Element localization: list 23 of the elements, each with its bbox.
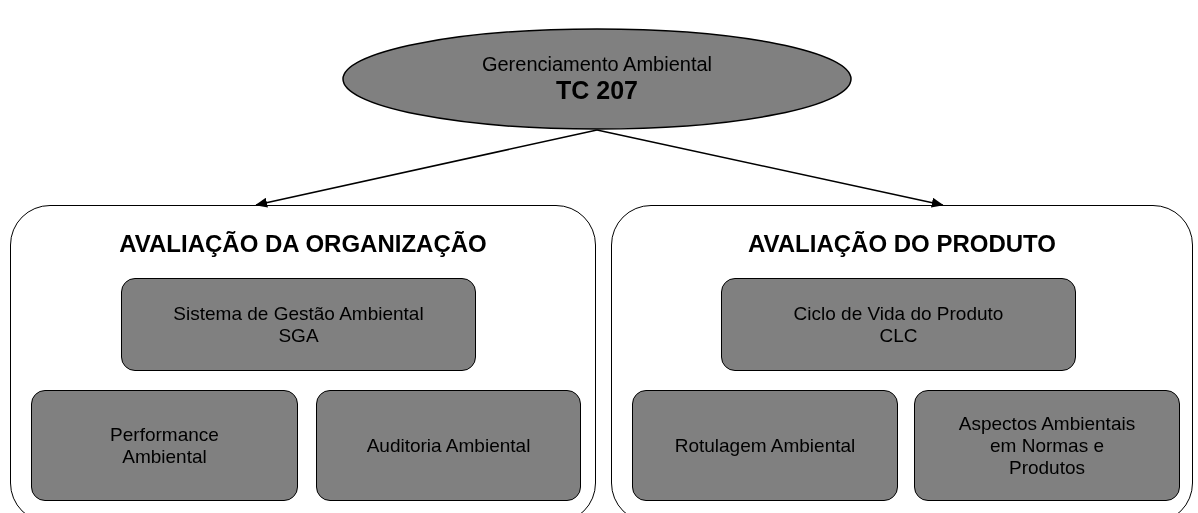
topic-box: [721, 278, 1076, 371]
panel-heading: AVALIAÇÃO DA ORGANIZAÇÃO: [118, 230, 488, 258]
code-label: TC 207: [556, 76, 638, 105]
topic-label: Rotulagem Ambiental: [674, 434, 856, 457]
topic-box: [121, 278, 476, 371]
topic-label: Performance Ambiental: [109, 423, 220, 468]
arrow: [255, 129, 598, 208]
topic-label: Sistema de Gestão Ambiental: [173, 302, 424, 325]
topic-label: Ciclo de Vida do Produto: [793, 302, 1004, 325]
panel-heading: AVALIAÇÃO DO PRODUTO: [747, 230, 1057, 258]
category-panel: [611, 205, 1193, 513]
topic-box: [914, 390, 1180, 501]
arrow: [596, 129, 944, 208]
topic-box: [632, 390, 898, 501]
topic-box: [316, 390, 581, 501]
topic-ellipse: [342, 28, 852, 130]
topic-label: Aspectos Ambientais em Normas e Produtos: [957, 412, 1137, 479]
topic-label: Auditoria Ambiental: [366, 434, 531, 457]
category-panel: [10, 205, 596, 513]
acronym-label: CLC: [879, 324, 918, 347]
acronym-label: SGA: [278, 324, 319, 347]
topic-title: Gerenciamento Ambiental: [481, 53, 713, 76]
topic-box: [31, 390, 298, 501]
